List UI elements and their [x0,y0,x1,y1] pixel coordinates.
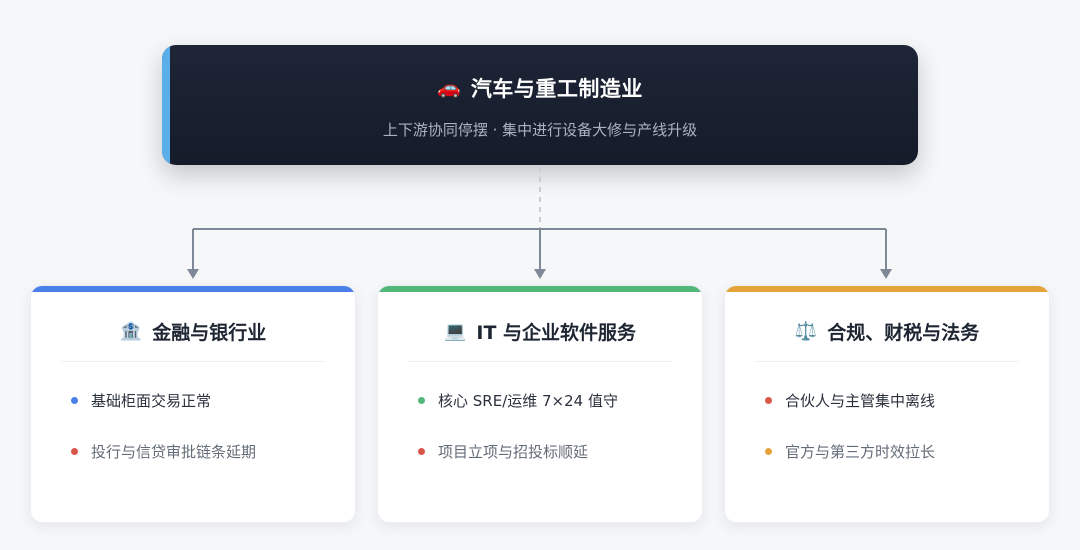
list-item: 投行与信贷审批链条延期 [71,441,256,462]
sector-card-it: 💻 IT 与企业软件服务 核心 SRE/运维 7×24 值守 项目立项与招投标顺… [377,285,703,523]
list-item-text: 官方与第三方时效拉长 [785,443,936,461]
list-item: 核心 SRE/运维 7×24 值守 [418,390,618,411]
header-subtitle: 上下游协同停摆 · 集中进行设备大修与产线升级 [382,121,698,139]
card-title-row: ⚖️ 合规、财税与法务 [725,318,1049,345]
list-item-text: 核心 SRE/运维 7×24 值守 [438,392,618,410]
list-item: 基础柜面交易正常 [71,390,211,411]
sector-card-finance: 🏦 金融与银行业 基础柜面交易正常 投行与信贷审批链条延期 [30,285,356,523]
card-divider [61,361,325,362]
list-item-text: 基础柜面交易正常 [91,392,212,410]
card-title: 金融与银行业 [152,322,267,344]
arrow-head-left [187,269,199,279]
header-title-row: 🚗 汽车与重工制造业 [162,73,918,103]
arrow-head-right [880,269,892,279]
card-title-row: 🏦 金融与银行业 [31,318,355,345]
bullet-dot [71,448,78,455]
bullet-dot [71,397,78,404]
laptop-icon: 💻 [443,320,467,342]
bullet-dot [765,448,772,455]
bullet-dot [418,448,425,455]
bullet-dot [418,397,425,404]
list-item-text: 合伙人与主管集中离线 [785,392,936,410]
card-title-row: 💻 IT 与企业软件服务 [378,318,702,345]
header-title: 汽车与重工制造业 [470,77,643,101]
bullet-dot [765,397,772,404]
card-accent-bar [378,286,702,292]
sector-card-compliance: ⚖️ 合规、财税与法务 合伙人与主管集中离线 官方与第三方时效拉长 [724,285,1050,523]
scales-icon: ⚖️ [794,320,818,342]
card-accent-bar [725,286,1049,292]
list-item-text: 投行与信贷审批链条延期 [91,443,257,461]
list-item: 官方与第三方时效拉长 [765,441,935,462]
list-item-text: 项目立项与招投标顺延 [438,443,589,461]
card-divider [408,361,672,362]
header-accent-bar [162,45,170,165]
card-divider [755,361,1019,362]
card-accent-bar [31,286,355,292]
card-title: IT 与企业软件服务 [476,322,637,344]
arrow-head-center [534,269,546,279]
card-title: 合规、财税与法务 [827,322,980,344]
industry-header-card: 🚗 汽车与重工制造业 上下游协同停摆 · 集中进行设备大修与产线升级 [162,45,918,165]
car-icon: 🚗 [437,76,461,99]
bank-icon: 🏦 [119,320,143,342]
list-item: 项目立项与招投标顺延 [418,441,588,462]
list-item: 合伙人与主管集中离线 [765,390,935,411]
